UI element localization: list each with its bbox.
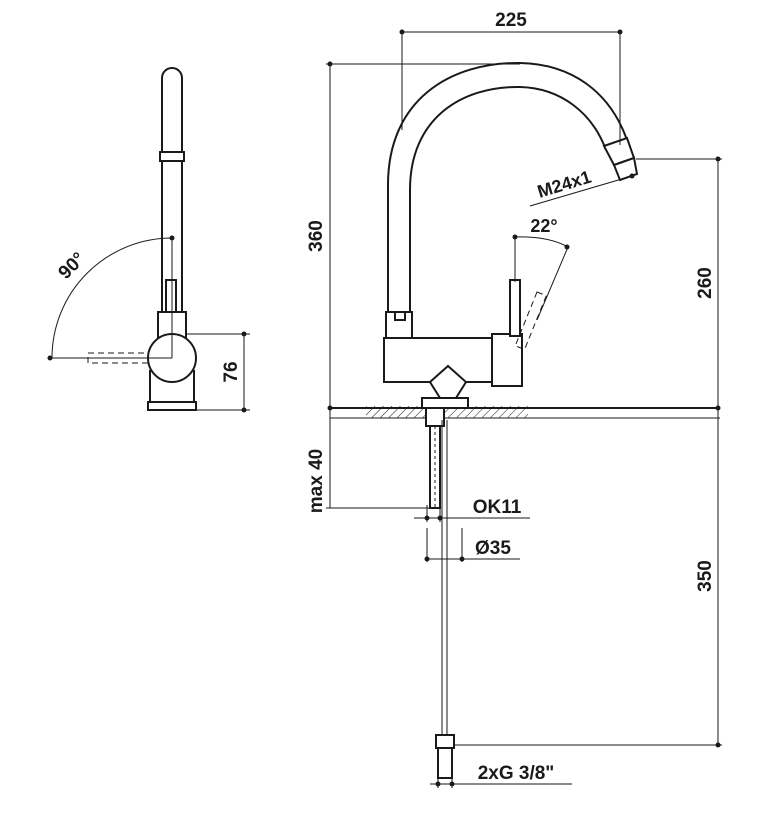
hole-diameter-label: Ø35 bbox=[475, 538, 511, 559]
dim-g38-dot-right bbox=[449, 781, 455, 787]
dim-ok11-dot-right bbox=[437, 515, 443, 521]
spout-inner bbox=[409, 85, 607, 312]
dim-g38-dot-left bbox=[435, 781, 441, 787]
dim-260-dot-top bbox=[715, 156, 721, 162]
spout-outer bbox=[387, 61, 628, 312]
handle-lever-tilted bbox=[514, 291, 547, 351]
dim-d35-dot-right bbox=[459, 556, 465, 562]
swivel-angle-label: 90° bbox=[55, 249, 90, 284]
dim-76-dot-bottom bbox=[241, 407, 247, 413]
handle-lever bbox=[509, 279, 521, 337]
dim-360-dot-top bbox=[327, 61, 333, 67]
dim-ok11-dot-left bbox=[424, 515, 430, 521]
body-taper bbox=[428, 364, 468, 399]
handle-angle-dot-left bbox=[512, 234, 518, 240]
handle-angle-ext bbox=[536, 246, 569, 321]
mounting-flange bbox=[421, 397, 469, 409]
side-height-label: 76 bbox=[221, 361, 242, 382]
side-view-base bbox=[147, 401, 197, 411]
aerator-leader-dot bbox=[629, 173, 635, 179]
aerator-thread-label: M24x1 bbox=[535, 167, 593, 202]
dim-d35-dot-left bbox=[424, 556, 430, 562]
swivel-dot-top bbox=[169, 235, 175, 241]
handle-cartridge bbox=[491, 333, 523, 387]
dim-350-dot-bottom bbox=[715, 742, 721, 748]
front-view: 225 360 260 M24x1 22° max 40 O bbox=[306, 10, 722, 788]
handle-angle-dot-right bbox=[564, 244, 570, 250]
max-counter-thickness-label: max 40 bbox=[306, 449, 327, 513]
swivel-arc bbox=[51, 237, 173, 359]
spout-sleeve-ring bbox=[394, 311, 406, 321]
swivel-dot-left bbox=[47, 355, 53, 361]
dim-225-dot-left bbox=[399, 29, 405, 35]
handle-angle-label: 22° bbox=[530, 216, 557, 236]
side-view-stem bbox=[161, 67, 183, 340]
hose-connection-label: 2xG 3/8" bbox=[478, 763, 555, 784]
mounting-nut bbox=[425, 407, 445, 427]
side-view: 90° 76 bbox=[47, 67, 250, 413]
handle-angle-arc bbox=[514, 236, 569, 248]
hole-size-label: OK11 bbox=[473, 497, 522, 518]
dim-76-dot-top bbox=[241, 331, 247, 337]
total-height-label: 360 bbox=[306, 220, 327, 252]
dim-225-dot-right bbox=[617, 29, 623, 35]
hose-fitting-nut bbox=[437, 747, 453, 779]
spout-reach-label: 225 bbox=[495, 10, 527, 31]
spout-height-label: 260 bbox=[695, 267, 716, 299]
side-view-aerator bbox=[159, 151, 185, 162]
hose-length-label: 350 bbox=[695, 560, 716, 592]
aerator-leader bbox=[529, 175, 633, 207]
hose-fitting bbox=[435, 734, 455, 749]
